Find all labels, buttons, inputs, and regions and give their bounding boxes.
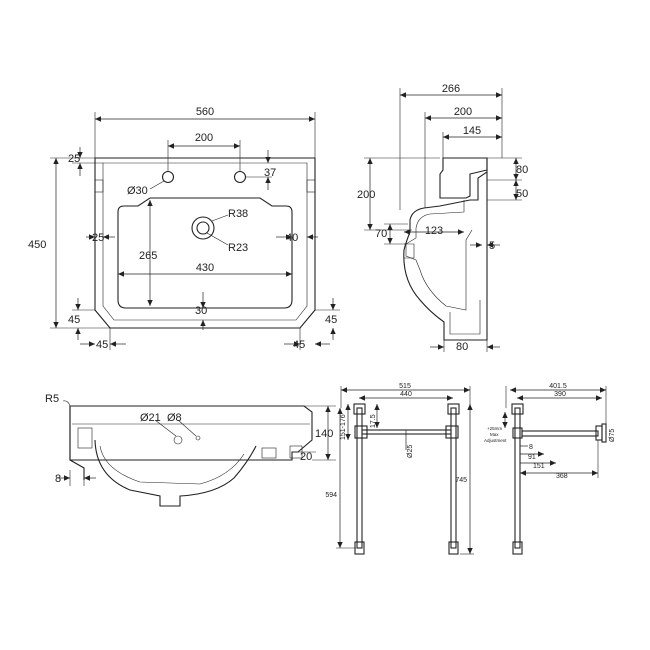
dim-745: 745 — [455, 477, 467, 484]
dim-594: 594 — [325, 492, 337, 499]
note-adjustment: Adjustment — [484, 438, 507, 443]
dim-140: 140 — [315, 428, 333, 440]
plan-bowl-outline — [117, 197, 293, 309]
dim-266: 266 — [442, 83, 460, 95]
side-bottom-detail — [449, 300, 481, 335]
section-bowl — [94, 439, 257, 507]
dim-430: 430 — [196, 262, 214, 274]
tap-hole-left — [161, 170, 175, 184]
dim-r5: R5 — [45, 393, 59, 405]
plan-outer-outline — [94, 157, 316, 329]
waste-inner-circle — [196, 221, 210, 235]
dim-151-176: 151-176 — [340, 414, 347, 440]
section-left-wall — [69, 406, 85, 480]
dim-r23: R23 — [228, 242, 248, 254]
dim-151: 151 — [533, 463, 545, 470]
dim-20: 20 — [300, 451, 312, 463]
frame-side-arm — [521, 430, 599, 437]
dim-45-right-v: 45 — [325, 314, 337, 326]
dim-d21: Ø21 — [140, 412, 161, 424]
plan-tap-deck-right — [306, 179, 316, 193]
frame-side-view: 401.5 390 +25mm Max Adjustment 8 91 151 … — [484, 383, 616, 555]
dim-368: 368 — [556, 473, 568, 480]
note-max: Max — [490, 432, 499, 437]
dim-515: 515 — [399, 383, 411, 390]
frame-side-leg — [514, 407, 521, 549]
side-rim-top — [439, 157, 488, 199]
dim-45-left-h: 45 — [96, 339, 108, 351]
plan-view: 560 200 450 25 Ø30 37 R38 R23 25 — [28, 106, 340, 351]
dim-d8: Ø8 — [167, 412, 182, 424]
dim-17-5: 17.5 — [370, 414, 377, 428]
dim-401-5: 401.5 — [549, 383, 567, 390]
dim-450: 450 — [28, 239, 46, 251]
dim-tap-hole: Ø30 — [127, 185, 148, 197]
dim-37: 37 — [264, 167, 276, 179]
frame-left-leg — [356, 407, 363, 549]
dim-200-taps: 200 — [195, 132, 213, 144]
side-view: 266 200 145 80 50 200 70 123 5 — [357, 83, 528, 353]
dim-side-80b: 80 — [456, 341, 468, 353]
dim-side-200: 200 — [454, 106, 472, 118]
frame-crossbar — [361, 429, 452, 435]
dim-265: 265 — [139, 250, 157, 262]
plan-tap-deck-left — [94, 179, 104, 193]
dim-91: 91 — [528, 454, 536, 461]
dim-145: 145 — [463, 125, 481, 137]
dim-8: 8 — [55, 473, 61, 485]
dim-45-left-v: 45 — [68, 314, 80, 326]
dim-390: 390 — [554, 391, 566, 398]
plan-inner-rim — [102, 162, 308, 321]
tap-hole-right — [233, 170, 247, 184]
dim-d25: Ø25 — [407, 445, 414, 458]
dim-25-top: 25 — [68, 153, 80, 165]
dim-25-left: 25 — [92, 232, 104, 244]
dim-side-50: 50 — [516, 188, 528, 200]
side-overflow — [404, 243, 415, 259]
note-25mm: +25mm — [487, 426, 502, 431]
waste-outer-circle — [191, 216, 215, 240]
dim-440: 440 — [400, 391, 412, 398]
dim-side-80: 80 — [516, 164, 528, 176]
dim-45-right-h: 45 — [293, 339, 305, 351]
side-inner-profile — [405, 200, 473, 311]
side-profile-outline — [403, 158, 488, 341]
dim-30: 30 — [195, 305, 207, 317]
dim-side-8: 8 — [529, 444, 533, 451]
dim-560: 560 — [196, 106, 214, 118]
dim-r38: R38 — [228, 208, 248, 220]
frame-right-leg — [450, 407, 457, 549]
dim-5: 5 — [489, 240, 495, 252]
section-view: R5 Ø21 Ø8 140 20 8 — [45, 393, 336, 507]
dim-123: 123 — [425, 225, 443, 237]
frame-front-view: 515 440 151-176 17.5 Ø25 594 745 — [325, 383, 474, 555]
dim-side-200v: 200 — [357, 189, 375, 201]
dim-40: 40 — [286, 232, 298, 244]
dim-70: 70 — [375, 228, 387, 240]
dim-d75: Ø75 — [609, 429, 616, 442]
